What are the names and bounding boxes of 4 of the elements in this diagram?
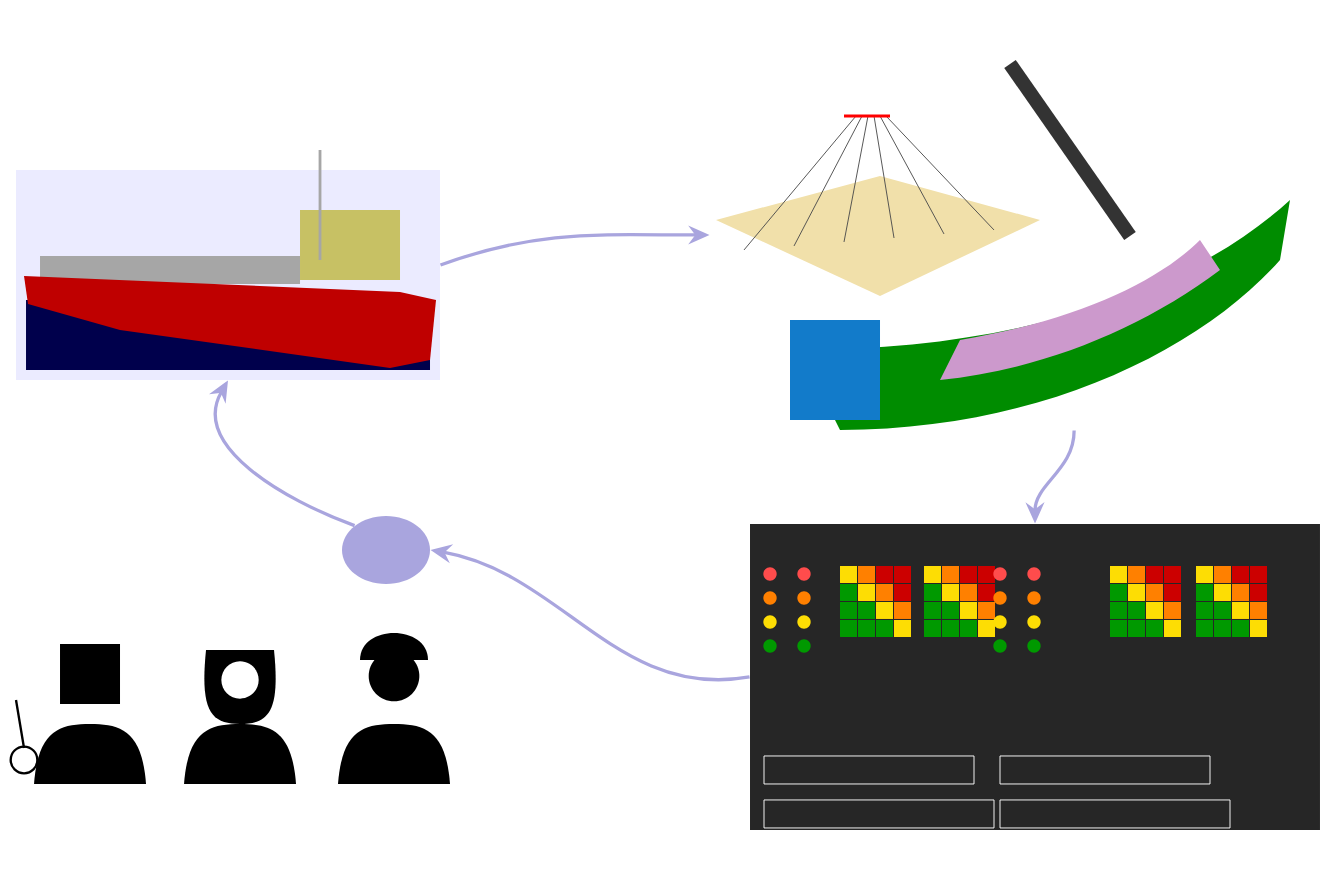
mooring-model-drawing (716, 59, 1290, 430)
ship-photo (16, 150, 440, 380)
circle (342, 515, 430, 584)
dashboard-screenshot (750, 523, 1320, 830)
